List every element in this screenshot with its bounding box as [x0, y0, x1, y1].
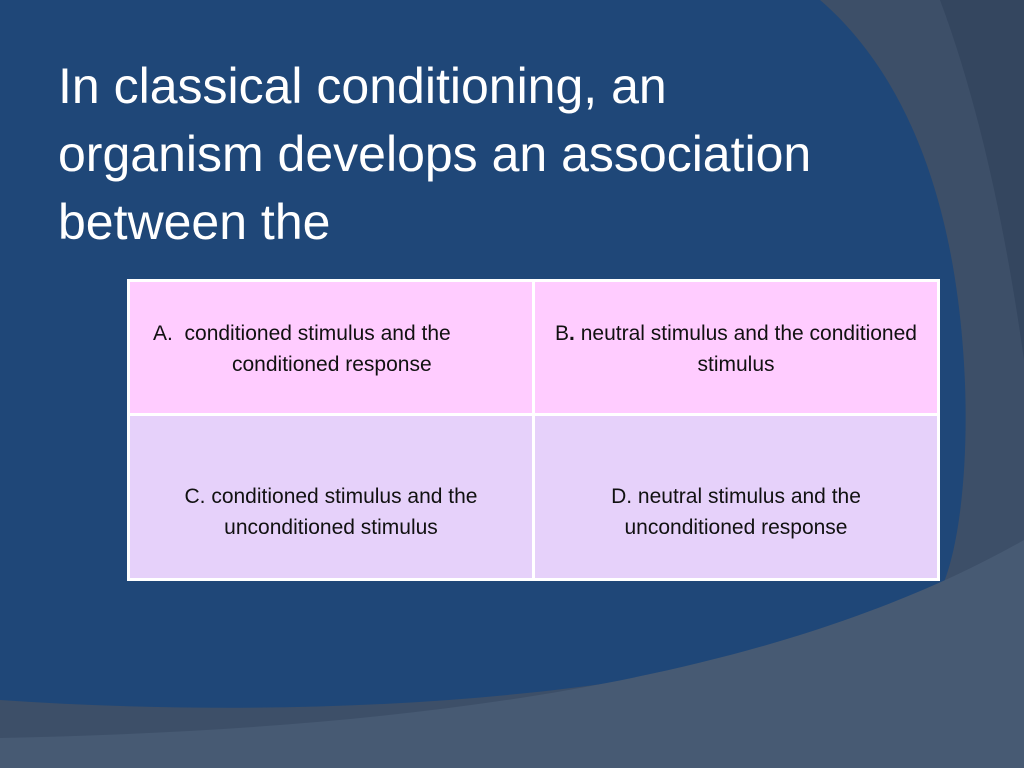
slide-title: In classical conditioning, an organism d…	[58, 58, 812, 250]
answer-row-bottom: C. conditioned stimulus and the uncondit…	[127, 413, 940, 581]
option-a-text: A. conditioned stimulus and the conditio…	[131, 318, 531, 380]
option-a-line1: conditioned stimulus and the	[184, 322, 451, 345]
option-b-body: neutral stimulus and the conditioned sti…	[580, 322, 917, 376]
option-a-letter: A.	[153, 322, 173, 345]
option-a-cell[interactable]: A. conditioned stimulus and the conditio…	[127, 279, 535, 416]
option-d-text: D. neutral stimulus and the unconditione…	[611, 485, 861, 539]
option-c-text: C. conditioned stimulus and the uncondit…	[184, 485, 478, 539]
option-b-punct: .	[569, 322, 575, 345]
option-b-letter: B	[555, 322, 570, 345]
option-b-text: B. neutral stimulus and the conditioned …	[536, 318, 936, 380]
option-a-line2: conditioned response	[232, 353, 432, 376]
answer-options-table: A. conditioned stimulus and the conditio…	[127, 279, 940, 581]
background-curve-accent	[940, 0, 1024, 360]
option-d-cell[interactable]: D. neutral stimulus and the unconditione…	[532, 413, 940, 581]
answer-row-top: A. conditioned stimulus and the conditio…	[127, 279, 940, 416]
option-b-cell[interactable]: B. neutral stimulus and the conditioned …	[532, 279, 940, 416]
background-bottom-curve	[0, 540, 1024, 768]
option-c-cell[interactable]: C. conditioned stimulus and the uncondit…	[127, 413, 535, 581]
